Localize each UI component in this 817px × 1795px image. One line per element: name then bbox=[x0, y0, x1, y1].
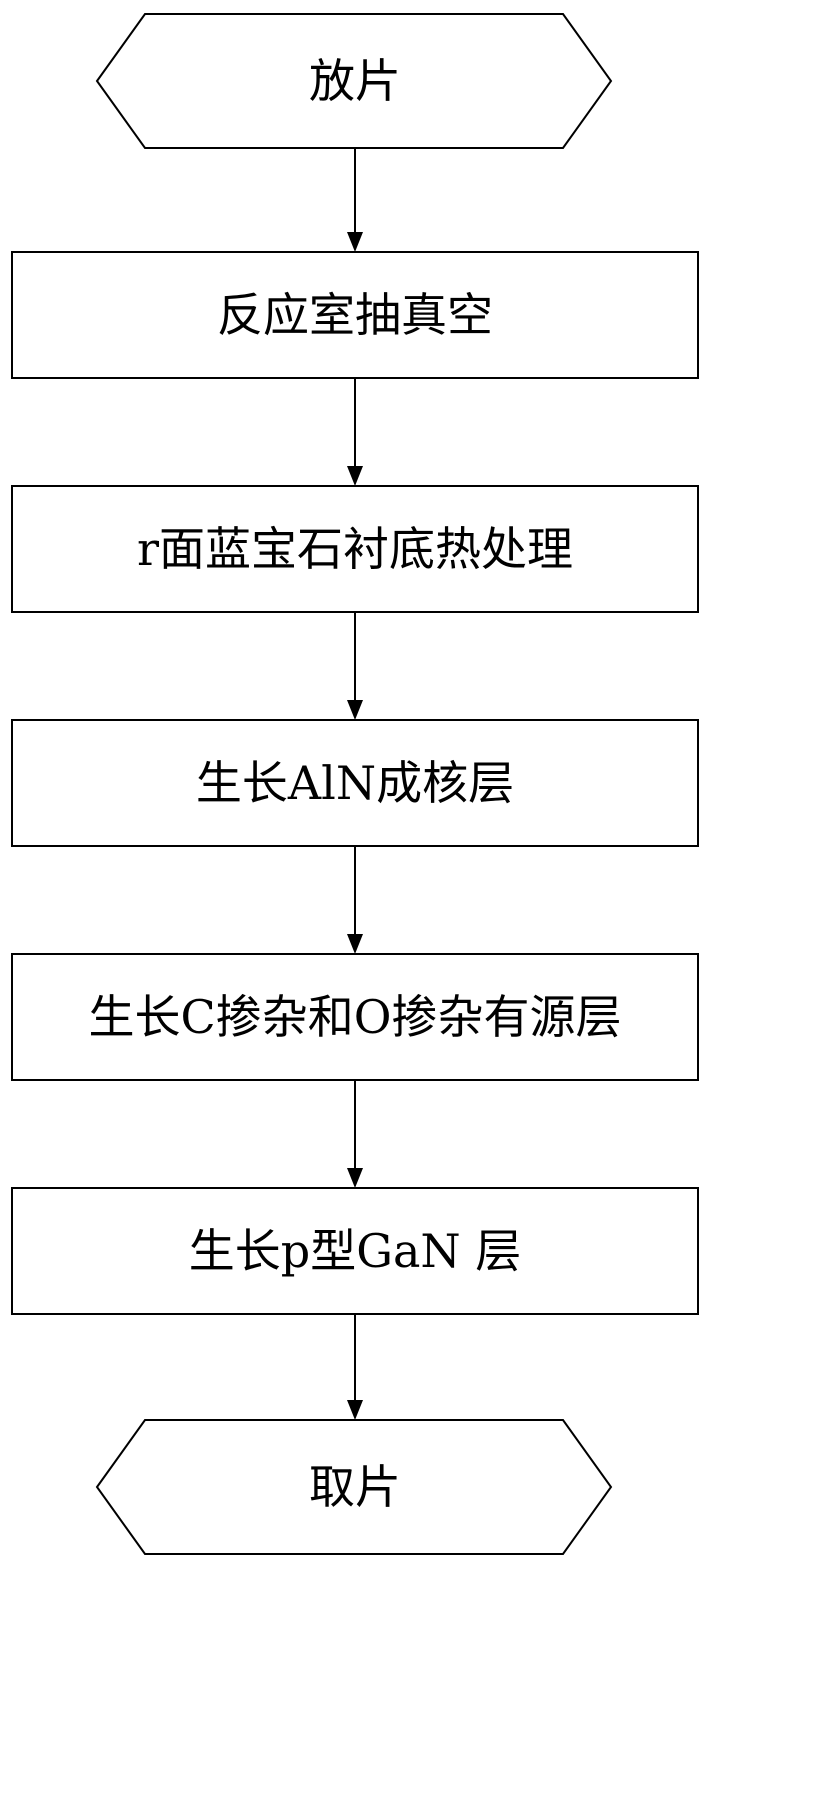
edge-step2-step3 bbox=[347, 612, 363, 720]
node-step4: 生长C掺杂和O掺杂有源层 bbox=[11, 953, 699, 1081]
node-start: 放片 bbox=[95, 13, 613, 149]
node-end: 取片 bbox=[95, 1419, 613, 1555]
node-label: 生长p型GaN 层 bbox=[189, 1224, 522, 1278]
node-step5: 生长p型GaN 层 bbox=[11, 1187, 699, 1315]
node-step3: 生长AlN成核层 bbox=[11, 719, 699, 847]
node-label: 取片 bbox=[309, 1460, 401, 1514]
edge-step1-step2 bbox=[347, 378, 363, 486]
process-box bbox=[11, 1187, 699, 1315]
arrowhead bbox=[347, 466, 363, 486]
node-label: 放片 bbox=[309, 54, 401, 108]
connectors bbox=[347, 148, 363, 1420]
edge-step5-end bbox=[347, 1314, 363, 1420]
arrowhead bbox=[347, 700, 363, 720]
edge-start-step1 bbox=[347, 148, 363, 252]
process-box bbox=[11, 251, 699, 379]
process-box bbox=[11, 953, 699, 1081]
node-label: 生长AlN成核层 bbox=[196, 756, 514, 810]
node-label: 生长C掺杂和O掺杂有源层 bbox=[89, 990, 622, 1044]
node-label: r面蓝宝石衬底热处理 bbox=[137, 522, 573, 576]
process-box bbox=[11, 485, 699, 613]
edge-step4-step5 bbox=[347, 1080, 363, 1188]
arrowhead bbox=[347, 1168, 363, 1188]
node-step1: 反应室抽真空 bbox=[11, 251, 699, 379]
terminal-hexagon bbox=[95, 1419, 613, 1555]
terminal-hexagon bbox=[95, 13, 613, 149]
arrowhead bbox=[347, 232, 363, 252]
node-step2: r面蓝宝石衬底热处理 bbox=[11, 485, 699, 613]
process-box bbox=[11, 719, 699, 847]
node-label: 反应室抽真空 bbox=[217, 288, 493, 342]
arrowhead bbox=[347, 934, 363, 954]
edge-step3-step4 bbox=[347, 846, 363, 954]
arrowhead bbox=[347, 1400, 363, 1420]
